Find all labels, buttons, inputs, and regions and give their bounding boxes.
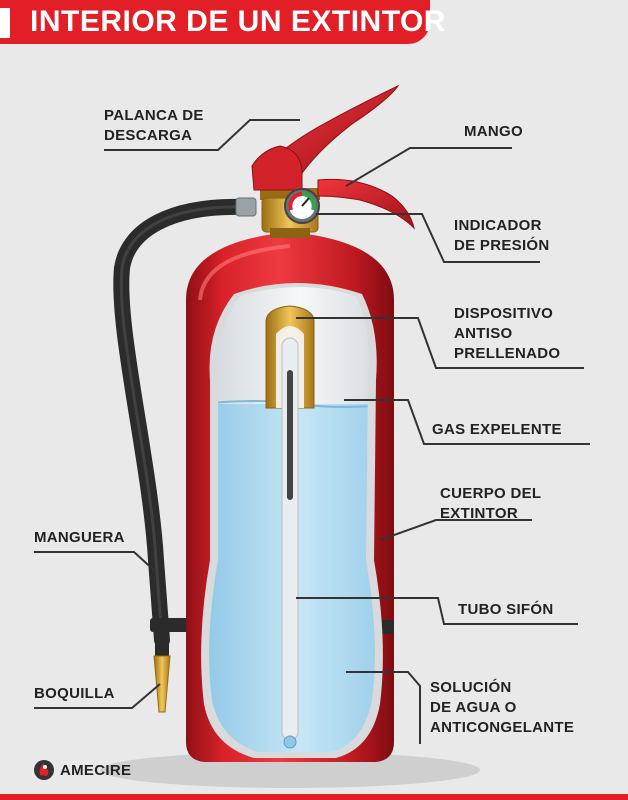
carry-handle: [317, 178, 415, 230]
label-indicador: INDICADOR DE PRESIÓN: [454, 216, 550, 256]
leader-manguera: [34, 551, 157, 573]
label-gas-line1: GAS EXPELENTE: [432, 421, 562, 438]
label-dispositivo: DISPOSITIVO ANTISO PRELLENADO: [454, 304, 560, 364]
label-palanca-line1: PALANCA DE: [104, 107, 204, 124]
label-tubo-line1: TUBO SIFÓN: [458, 601, 554, 618]
label-gas: GAS EXPELENTE: [432, 420, 562, 440]
title-banner: [0, 0, 430, 44]
label-cuerpo: CUERPO DEL EXTINTOR: [440, 484, 541, 524]
label-cuerpo-line2: EXTINTOR: [440, 505, 518, 522]
nozzle: [153, 655, 171, 713]
siphon-inner-shadow: [287, 370, 293, 500]
leader-indicador: [316, 213, 540, 263]
label-palanca: PALANCA DE DESCARGA: [104, 106, 204, 146]
label-solucion-line3: ANTICONGELANTE: [430, 719, 575, 736]
label-solucion-line2: DE AGUA O: [430, 699, 517, 716]
hose-connector: [235, 197, 257, 217]
label-mango-line1: MANGO: [464, 123, 523, 140]
valve-head: [251, 145, 303, 191]
label-tubo: TUBO SIFÓN: [458, 600, 554, 620]
page-title: INTERIOR DE UN EXTINTOR: [30, 5, 446, 38]
label-solucion: SOLUCIÓN DE AGUA O ANTICONGELANTE: [430, 678, 574, 738]
leader-mango: [345, 147, 512, 187]
leader-palanca: [104, 119, 300, 151]
leader-cuerpo: [379, 519, 532, 541]
brand-name: AMECIRE: [60, 761, 132, 779]
floor-shadow: [100, 752, 480, 788]
title-accent-bar: [0, 8, 10, 38]
leader-gas: [344, 399, 590, 445]
hose-clamp: [150, 618, 190, 632]
leader-dispositivo: [296, 317, 584, 369]
leader-boquilla: [34, 683, 161, 709]
label-mango: MANGO: [464, 122, 523, 142]
label-boquilla-line1: BOQUILLA: [34, 685, 115, 702]
flame-person-icon: [34, 760, 54, 780]
nozzle-base: [155, 630, 169, 656]
leader-solucion: [346, 671, 421, 744]
label-palanca-line2: DESCARGA: [104, 127, 193, 144]
label-cuerpo-line1: CUERPO DEL: [440, 485, 542, 502]
brand-logo: AMECIRE: [32, 760, 131, 780]
label-dispositivo-line2: ANTISO: [454, 325, 513, 342]
label-manguera-line1: MANGUERA: [34, 529, 125, 546]
label-dispositivo-line3: PRELLENADO: [454, 345, 561, 362]
label-boquilla: BOQUILLA: [34, 684, 115, 704]
label-solucion-line1: SOLUCIÓN: [430, 679, 512, 696]
label-indicador-line1: INDICADOR: [454, 217, 542, 234]
leader-lines: [34, 119, 590, 744]
leader-tubo: [296, 597, 578, 625]
label-indicador-line2: DE PRESIÓN: [454, 237, 550, 254]
label-dispositivo-line1: DISPOSITIVO: [454, 305, 554, 322]
footer-bar: [0, 794, 628, 800]
label-manguera: MANGUERA: [34, 528, 125, 548]
